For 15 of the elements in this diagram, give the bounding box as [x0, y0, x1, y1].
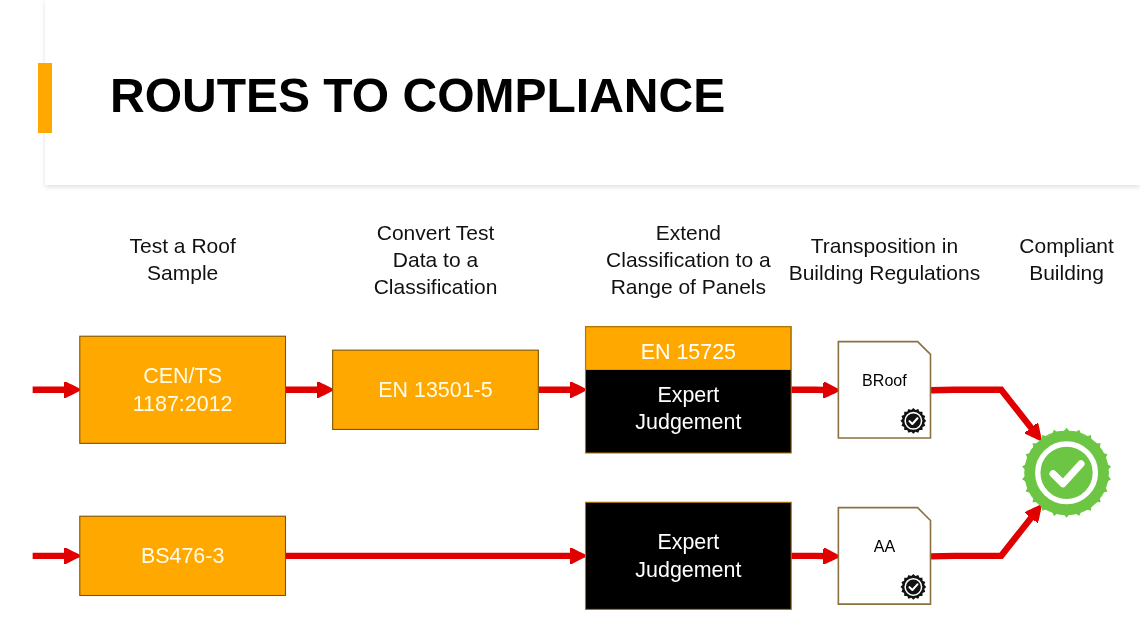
- column-heading: Transposition in Building Regulations: [787, 232, 982, 286]
- arrow: [538, 380, 587, 399]
- node-box: EN 13501-5: [332, 349, 539, 430]
- arrow: [791, 547, 841, 565]
- column-heading: Compliant Building: [1018, 232, 1115, 286]
- slide-title: ROUTES TO COMPLIANCE: [110, 68, 726, 124]
- arrow: [930, 504, 1042, 560]
- node-box: BS476-3: [79, 515, 287, 597]
- node-box: Expert Judgement: [584, 501, 792, 610]
- node-box: CEN/TS 1187:2012: [79, 335, 287, 444]
- column-heading: Test a Roof Sample: [128, 232, 237, 286]
- arrow: [930, 386, 1042, 442]
- column-heading: Convert Test Data to a Classification: [372, 219, 499, 300]
- column-heading: Extend Classification to a Range of Panels: [605, 219, 772, 300]
- arrow: [791, 381, 841, 399]
